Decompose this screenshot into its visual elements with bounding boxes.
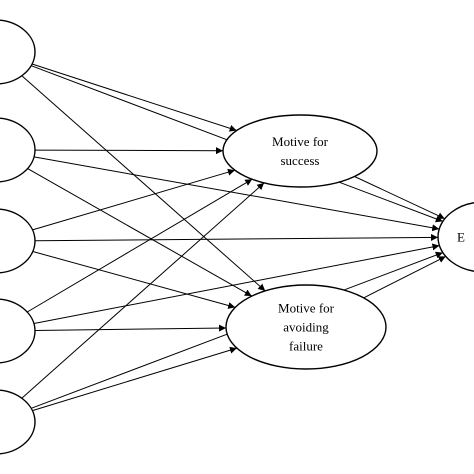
edge-left-3-to-motive-success: [32, 168, 236, 231]
node-outcome-ellipse: [437, 202, 474, 272]
node-motive-success: Motive for success: [222, 114, 378, 188]
edge-left-1-to-motive-avoiding-failure: [21, 75, 266, 292]
edge-left-3-to-motive-avoiding-failure: [32, 251, 236, 309]
edge-left-1-to-motive-success: [31, 63, 237, 132]
node-motive-avoiding-failure: Motive for avoiding failure: [225, 284, 387, 370]
node-outcome: E: [437, 202, 474, 272]
edge-left-5-to-motive-avoiding-failure: [32, 346, 238, 412]
edge-left-2-to-motive-avoiding-failure: [27, 168, 253, 297]
node-left-2-ellipse: [0, 117, 36, 183]
edge-left-3-to-outcome: [34, 233, 439, 242]
edge-left-4-to-outcome: [33, 243, 440, 324]
edge-motive-success-to-outcome: [354, 176, 446, 220]
node-left-1: [0, 19, 36, 85]
node-left-1-ellipse: [0, 19, 36, 85]
node-motive-avoiding-failure-ellipse: [225, 284, 387, 370]
edge-left-2-to-outcome: [33, 156, 440, 232]
node-left-2: [0, 117, 36, 183]
edge-left-4-to-motive-success: [26, 178, 253, 313]
edge-left-2-to-motive-success: [34, 147, 224, 155]
node-left-4: [0, 298, 36, 364]
node-motive-success-label-line: Motive for: [272, 134, 329, 149]
node-left-3-ellipse: [0, 208, 36, 274]
edge-left-4-to-motive-avoiding-failure: [34, 324, 227, 332]
edge-left-5-to-motive-success: [21, 182, 265, 399]
node-left-4-ellipse: [0, 298, 36, 364]
edge-motive-avoiding-failure-to-outcome: [363, 255, 446, 299]
node-outcome-label-line: E: [457, 230, 465, 245]
node-motive-avoiding-failure-label-line: avoiding: [283, 320, 329, 335]
node-motive-success-label-line: success: [281, 153, 320, 168]
node-left-5-ellipse: [0, 389, 36, 455]
node-left-5: [0, 389, 36, 455]
node-motive-success-ellipse: [222, 114, 378, 188]
node-motive-avoiding-failure-label-line: failure: [289, 339, 323, 354]
node-motive-avoiding-failure-label-line: Motive for: [278, 301, 335, 316]
node-left-3: [0, 208, 36, 274]
edges: [21, 63, 446, 412]
